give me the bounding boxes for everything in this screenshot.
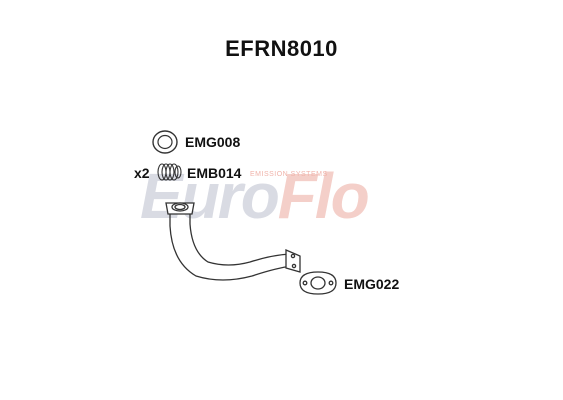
euroflo-watermark-logo: EuroFlo bbox=[140, 164, 370, 228]
front-pipe-icon bbox=[165, 202, 301, 281]
spring-icon bbox=[157, 163, 182, 181]
logo-part-euro: Euro bbox=[140, 160, 280, 232]
flange-gasket-icon bbox=[299, 271, 337, 295]
part-label-emb014: EMB014 bbox=[187, 165, 242, 181]
part-label-emg022: EMG022 bbox=[344, 276, 400, 292]
ring-gasket-icon bbox=[152, 130, 178, 154]
part-number-title: EFRN8010 bbox=[225, 36, 338, 61]
part-label-emg008: EMG008 bbox=[185, 134, 241, 150]
logo-part-flo: Flo bbox=[277, 160, 370, 232]
logo-tagline: EMISSION SYSTEMS bbox=[250, 171, 328, 178]
spring-quantity: x2 bbox=[134, 165, 150, 181]
